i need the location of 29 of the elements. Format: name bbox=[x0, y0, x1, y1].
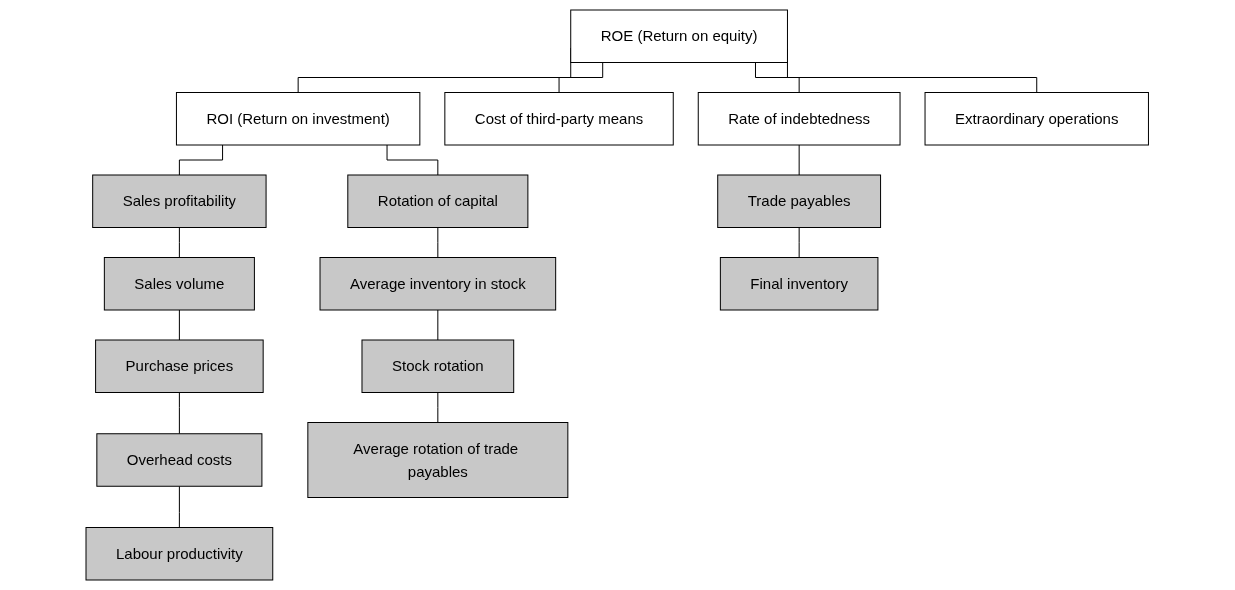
connector bbox=[179, 392, 181, 435]
connector bbox=[179, 227, 181, 258]
node-box: Purchase prices bbox=[95, 339, 264, 393]
node-box: Extraordinary operations bbox=[924, 92, 1150, 146]
connector bbox=[798, 227, 800, 258]
connector bbox=[179, 309, 181, 341]
connector bbox=[386, 144, 439, 176]
connector bbox=[558, 62, 604, 93]
connector bbox=[437, 227, 439, 258]
node-box: ROI (Return on investment) bbox=[176, 92, 421, 146]
node-box: Final inventory bbox=[720, 257, 879, 311]
node-box: ROE (Return on equity) bbox=[570, 9, 789, 63]
node-box: Sales volume bbox=[104, 257, 256, 311]
connector bbox=[437, 309, 439, 341]
node-box: Average inventory in stock bbox=[319, 257, 557, 311]
node-box: Labour productivity bbox=[85, 527, 274, 581]
connector bbox=[798, 144, 800, 176]
node-box: Sales profitability bbox=[92, 174, 267, 228]
node-box: Rate of indebtedness bbox=[698, 92, 901, 146]
connector bbox=[179, 144, 224, 176]
connector bbox=[437, 392, 439, 423]
node-box: Trade payables bbox=[717, 174, 882, 228]
node-box: Overhead costs bbox=[96, 433, 263, 487]
node-box: Rotation of capital bbox=[347, 174, 529, 228]
node-box: Average rotation of trade payables bbox=[307, 422, 569, 498]
connector bbox=[179, 485, 181, 528]
connector bbox=[755, 62, 800, 93]
node-box: Stock rotation bbox=[361, 339, 515, 393]
node-box: Cost of third-party means bbox=[444, 92, 674, 146]
